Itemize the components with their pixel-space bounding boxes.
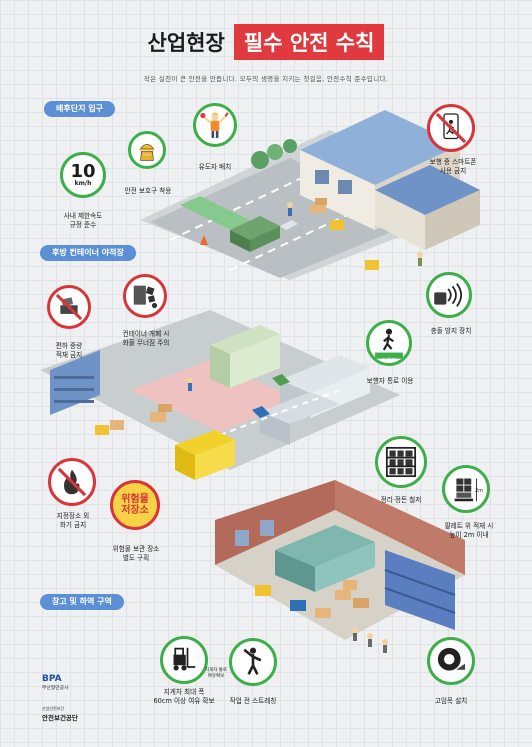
label-unbalanced-load: 편하 중량 적재 금지: [55, 342, 83, 359]
label-walkway: 보행자 통로 이용: [366, 377, 414, 385]
title-boxed: 필수 안전 수칙: [233, 24, 385, 60]
pedestrian-icon: 보 행 자: [366, 320, 412, 366]
container-yard-scene: [40, 300, 400, 480]
label-speed-limit: 사내 제한속도 규정 준수: [63, 212, 103, 229]
label-stretching: 작업 전 스트레칭: [229, 697, 277, 705]
speed-limit-unit: km/h: [74, 180, 92, 187]
speed-limit-badge: 10 km/h: [60, 152, 106, 198]
label-hazmat-storage: 위험물 보관 장소 별도 구획: [112, 545, 160, 562]
guide-person-icon: [193, 103, 237, 147]
section-entrance: 배후단지 입구: [44, 101, 115, 117]
section-warehouse: 창고 및 하역 구역: [40, 594, 124, 610]
warehouse-scene: [215, 480, 465, 660]
bpa-logo-sub: 부산항만공사: [42, 686, 69, 691]
no-stacking-icon: [47, 285, 91, 329]
label-protective-gear: 안전 보호구 착용: [124, 187, 172, 195]
pallet-icon: 2m: [442, 465, 490, 513]
no-fire-icon: [48, 458, 96, 506]
kosha-logo-sub: 산업안전보건: [42, 706, 65, 711]
title-plain: 산업현장: [147, 31, 225, 55]
section-container-yard: 후방 컨테이너 야적장: [40, 245, 136, 261]
kosha-logo-text: 안전보건공단: [42, 714, 78, 722]
label-container-open: 컨테이너 개폐 시 화물 무너짐 주의: [122, 330, 170, 347]
shelf-icon: [375, 436, 427, 488]
label-forklift-margin: 지게차 최대 폭 60cm 이상 여유 확보: [153, 688, 215, 705]
stretch-icon: [229, 638, 277, 686]
label-guide-staff: 유도자 배치: [198, 163, 232, 171]
helmet-vest-icon: [128, 131, 166, 169]
kosha-logo: 산업안전보건 안전보건공단: [42, 706, 78, 722]
hazmat-sign-line1: 위험물: [121, 494, 149, 505]
hazmat-sign-line2: 저장소: [121, 505, 149, 516]
bpa-logo: BPA 부산항만공사: [42, 674, 68, 691]
label-organize: 정리·정돈 철저: [380, 496, 422, 504]
label-wheel-chock: 고임목 설치: [434, 697, 468, 705]
label-no-smartphone: 보행 중 스마트폰 사용 금지: [429, 158, 477, 175]
speed-limit-value: 10: [70, 161, 96, 182]
forklift-icon: [160, 636, 208, 684]
entrance-scene: [140, 110, 480, 280]
falling-cargo-icon: [123, 274, 167, 318]
poster-subtitle: 작은 실천이 큰 안전을 만듭니다. 모두의 생명을 지키는 첫걸음, 안전수칙…: [143, 75, 389, 83]
poster-title: 산업현장 필수 안전 수칙: [0, 24, 532, 60]
tire-chock-icon: [427, 637, 475, 685]
no-smartphone-icon: [427, 104, 475, 152]
label-no-fire: 지정장소 외 화기 금지: [56, 512, 90, 529]
forklift-sign-text: 지게차 통로 여유확보: [204, 668, 228, 679]
label-collision-device: 충돌 방지 장치: [430, 327, 472, 335]
hazmat-sign: 위험물 저장소: [110, 480, 160, 530]
walkway-sign-text: 보 행 자: [382, 357, 396, 362]
bpa-logo-text: BPA: [42, 674, 62, 684]
pallet-height-mark: 2m: [474, 488, 483, 494]
collision-sensor-icon: [426, 272, 472, 318]
label-pallet-height: 팔레트 위 적재 시 높이 2m 이내: [444, 522, 494, 539]
